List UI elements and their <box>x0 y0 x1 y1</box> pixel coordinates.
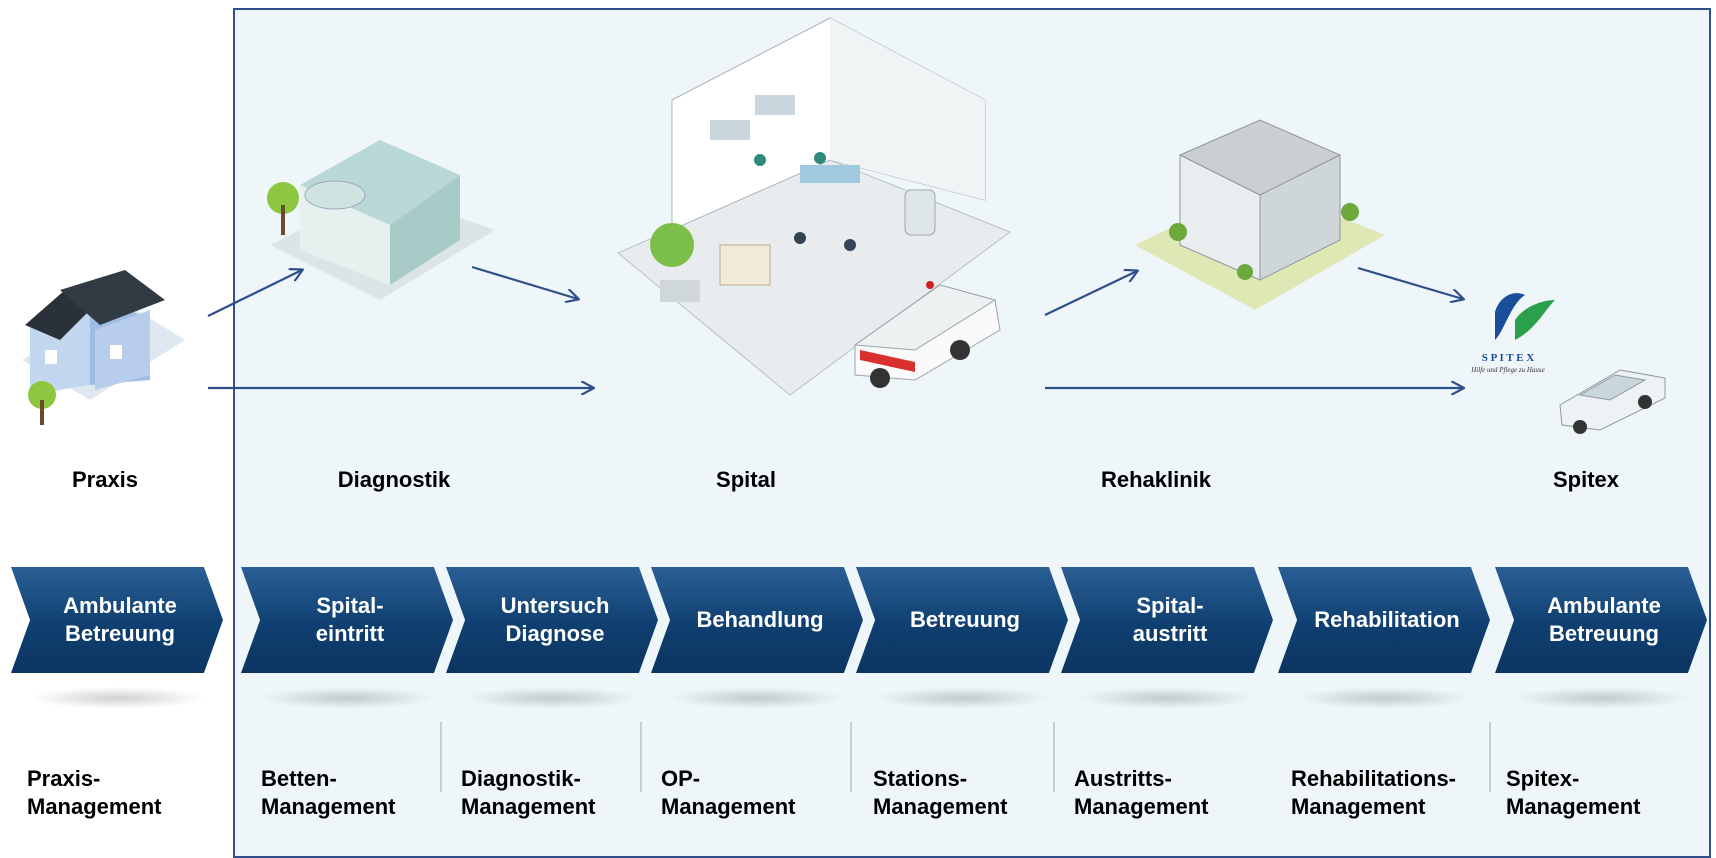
place-label-diagnostik: Diagnostik <box>337 467 451 492</box>
process-step-behandlung: Behandlung <box>651 567 863 709</box>
process-step-spitaleintritt: Spital- eintritt <box>241 567 453 709</box>
process-step-betreuung: Betreuung <box>856 567 1068 709</box>
divider <box>1489 722 1491 792</box>
spitex-wordmark: S P I T E X <box>1482 352 1535 364</box>
house-icon <box>22 270 185 425</box>
process-step-spitalaustritt: Spital- austritt <box>1061 567 1273 709</box>
place-label-spital: Spital <box>716 467 776 492</box>
place-label-spitex: Spitex <box>1552 467 1620 492</box>
management-label-spitex: Spitex- Management <box>1506 766 1641 819</box>
diagnostics-building-icon <box>267 140 495 300</box>
arrow-rehaklinik-spitex <box>1357 266 1463 299</box>
rehab-clinic-icon <box>1135 119 1385 310</box>
ambulance-icon <box>853 281 1001 388</box>
arrow-praxis-diagnostik <box>207 270 302 317</box>
spitex-logo: S P I T E X Hilfe und Pflege zu Hause <box>1470 293 1555 374</box>
flow-arrows <box>207 265 1463 388</box>
divider <box>640 722 642 792</box>
management-label-praxis: Praxis- Management <box>27 766 162 819</box>
hospital-cutaway-icon <box>617 17 1012 396</box>
management-label-betten: Betten- Management <box>261 766 396 819</box>
process-step-untersuch-diagnose: Untersuch Diagnose <box>446 567 658 709</box>
divider <box>440 722 442 792</box>
spitex-tagline: Hilfe und Pflege zu Hause <box>1470 366 1545 374</box>
process-step-ambulante-betreuung-2: Ambulante Betreuung <box>1495 567 1707 709</box>
management-label-austritts: Austritts- Management <box>1074 766 1209 819</box>
arrow-spital-rehaklinik <box>1044 271 1137 316</box>
place-label-praxis: Praxis <box>71 467 139 492</box>
process-step-ambulante-betreuung-1: Ambulante Betreuung <box>11 567 223 709</box>
management-label-op: OP- Management <box>661 766 796 819</box>
car-icon <box>1559 369 1666 434</box>
management-label-diagnostik: Diagnostik- Management <box>461 766 596 819</box>
management-label-stations: Stations- Management <box>873 766 1008 819</box>
process-step-rehabilitation: Rehabilitation <box>1278 567 1490 709</box>
arrow-diagnostik-spital <box>471 265 578 299</box>
management-label-rehabilitations: Rehabilitations- Management <box>1291 766 1457 819</box>
divider <box>1053 722 1055 792</box>
place-label-rehaklinik: Rehaklinik <box>1100 467 1212 492</box>
divider <box>850 722 852 792</box>
